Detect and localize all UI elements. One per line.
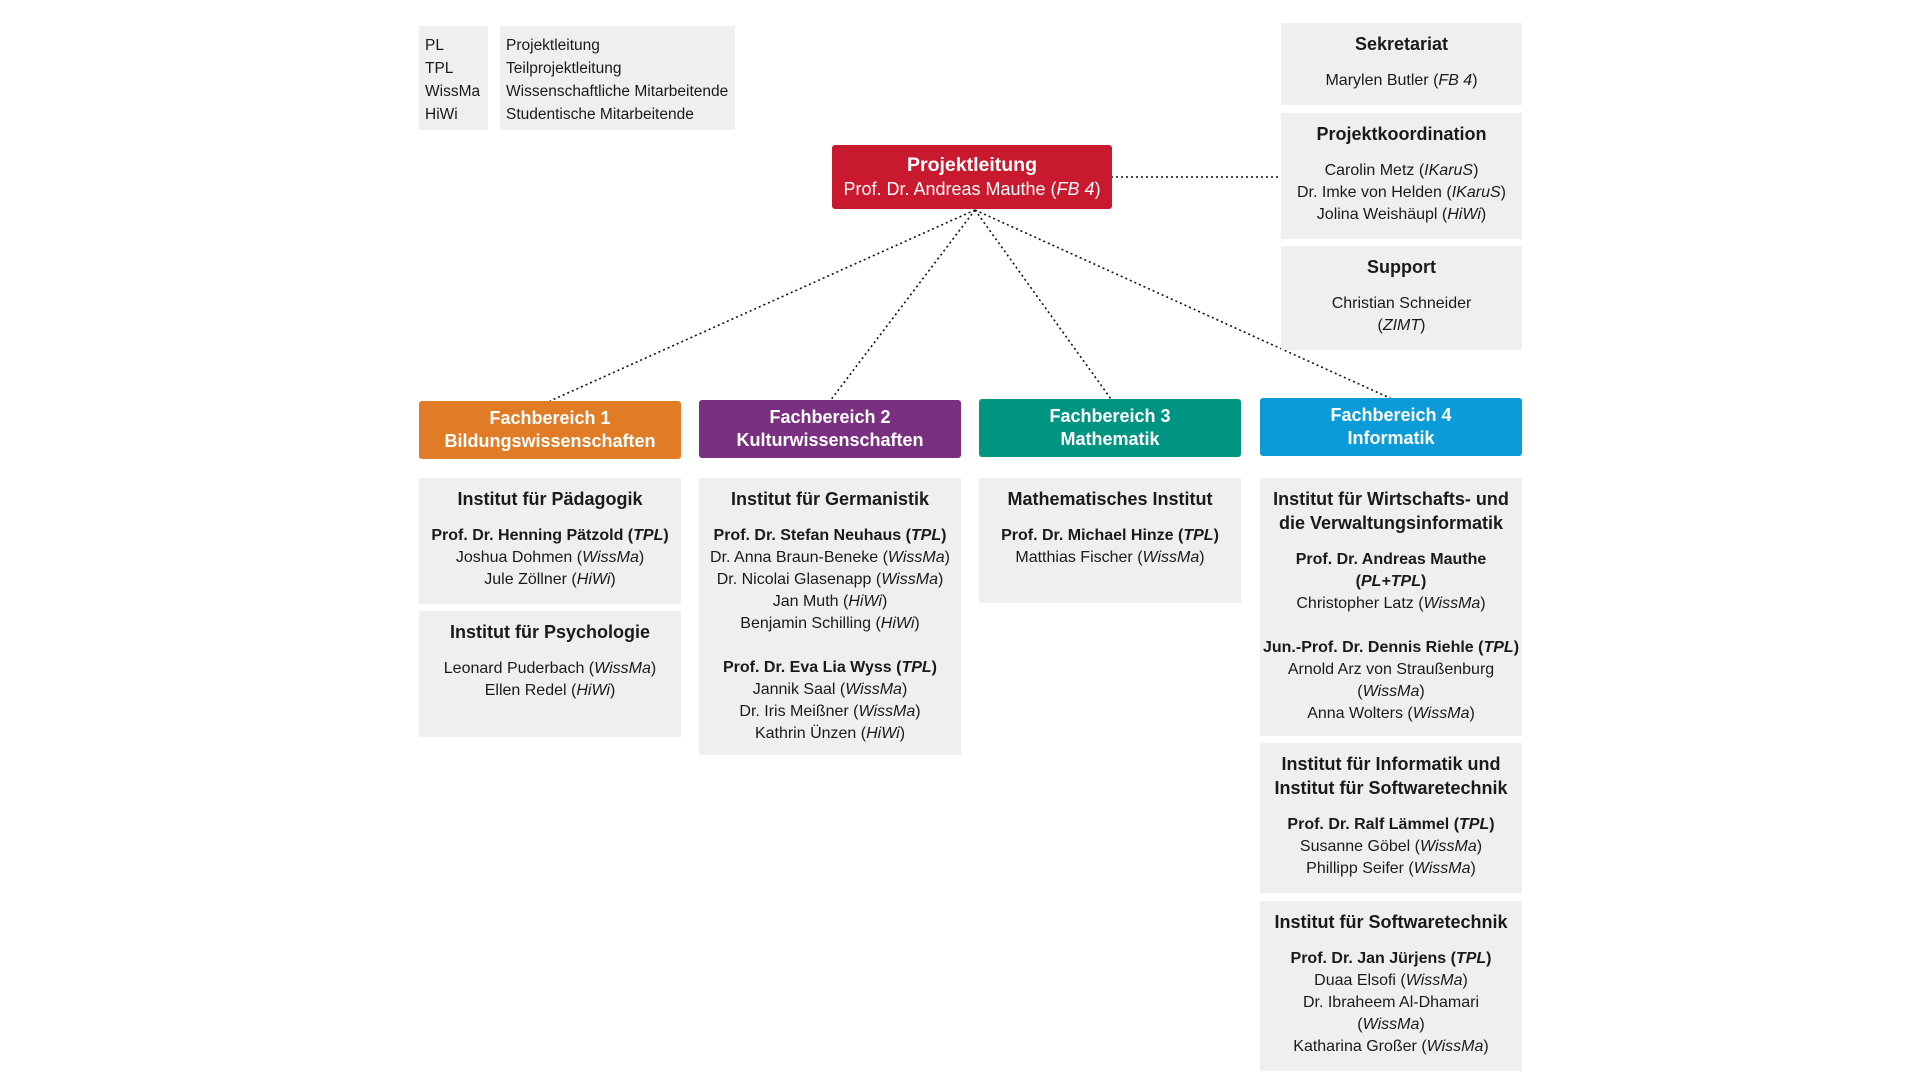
lead-person: Prof. Dr. Stefan Neuhaus (TPL) <box>713 527 947 544</box>
person-line: Ellen Redel (HiWi) <box>484 682 616 699</box>
mathematisches-institut-box: Mathematisches Institut Prof. Dr. Michae… <box>979 478 1241 603</box>
support-title: Support <box>1367 257 1436 277</box>
lead-person: Prof. Dr. Michael Hinze (TPL) <box>1001 527 1219 544</box>
person-line: Duaa Elsofi (WissMa) <box>1314 972 1468 989</box>
person-line: Dr. Ibraheem Al-Dhamari <box>1302 994 1480 1011</box>
fachbereich-4-header: Fachbereich 4 Informatik <box>1260 398 1522 456</box>
fachbereich-3-name: Mathematik <box>1060 429 1160 449</box>
fachbereich-4-name: Informatik <box>1347 428 1435 448</box>
fachbereich-1-header: Fachbereich 1 Bildungswissenschaften <box>419 401 681 459</box>
legend-text: Wissenschaftliche Mitarbeitende <box>506 83 729 100</box>
legend-abbr: HiWi <box>425 106 458 123</box>
person-role-line: (WissMa) <box>1357 1016 1425 1033</box>
fachbereich-3-number: Fachbereich 3 <box>1049 406 1171 426</box>
person-line: Dr. Imke von Helden (IKaruS) <box>1297 184 1506 201</box>
projektkoordination-title: Projektkoordination <box>1316 124 1487 144</box>
person-line: Benjamin Schilling (HiWi) <box>740 615 920 632</box>
projektkoordination-box: Projektkoordination Carolin Metz (IKaruS… <box>1281 113 1522 239</box>
institut-paedagogik-box: Institut für Pädagogik Prof. Dr. Henning… <box>419 478 681 604</box>
support-person: Christian Schneider <box>1331 295 1472 312</box>
lead-group-neuhaus: Prof. Dr. Stefan Neuhaus (TPL) Dr. Anna … <box>699 525 961 635</box>
lead-person: Prof. Dr. Eva Lia Wyss (TPL) <box>723 659 937 676</box>
projektleitung-box: Projektleitung Prof. Dr. Andreas Mauthe … <box>832 145 1112 209</box>
person-line: Anna Wolters (WissMa) <box>1307 705 1475 722</box>
person-line: Jule Zöllner (HiWi) <box>484 571 616 588</box>
lead-person: Prof. Dr. Jan Jürjens (TPL) <box>1290 950 1492 967</box>
institut-softwaretechnik-box: Institut für Softwaretechnik Prof. Dr. J… <box>1260 901 1522 1071</box>
institut-germanistik-box: Institut für Germanistik Prof. Dr. Stefa… <box>699 478 961 755</box>
fachbereich-2-header: Fachbereich 2 Kulturwissenschaften <box>699 400 961 458</box>
projektleitung-title: Projektleitung <box>906 154 1038 176</box>
lead-group-wyss: Prof. Dr. Eva Lia Wyss (TPL) Jannik Saal… <box>699 657 961 745</box>
fachbereich-2-number: Fachbereich 2 <box>769 407 891 427</box>
institut-title: Mathematisches Institut <box>1007 489 1213 509</box>
lead-person: Prof. Dr. Ralf Lämmel (TPL) <box>1287 816 1495 833</box>
institut-title: Institut für Psychologie <box>449 622 650 642</box>
support-box: Support Christian Schneider (ZIMT) <box>1281 246 1522 350</box>
projektleitung-name-line: Prof. Dr. Andreas Mauthe (FB 4) <box>843 179 1101 199</box>
institut-title: Institut für Germanistik <box>730 489 930 509</box>
legend-abbr: WissMa <box>425 83 481 100</box>
person-line: Dr. Anna Braun-Beneke (WissMa) <box>710 549 950 566</box>
fachbereich-3-header: Fachbereich 3 Mathematik <box>979 399 1241 457</box>
person-line: Christopher Latz (WissMa) <box>1296 595 1486 612</box>
fachbereich-2-name: Kulturwissenschaften <box>736 430 924 450</box>
sekretariat-person: Marylen Butler (FB 4) <box>1325 72 1478 89</box>
person-line: Carolin Metz (IKaruS) <box>1324 162 1479 179</box>
person-line: Joshua Dohmen (WissMa) <box>455 549 645 566</box>
lead-person: Prof. Dr. Henning Pätzold (TPL) <box>431 527 669 544</box>
institut-title: Institut für Pädagogik <box>457 489 643 509</box>
person-line: Katharina Großer (WissMa) <box>1293 1038 1489 1055</box>
connector-pl-fb4 <box>974 209 1393 400</box>
legend-text: Teilprojektleitung <box>506 60 622 77</box>
person-line: Jolina Weishäupl (HiWi) <box>1316 206 1487 223</box>
fachbereich-1-name: Bildungswissenschaften <box>444 431 656 451</box>
legend-abbr: TPL <box>425 60 454 77</box>
sekretariat-box: Sekretariat Marylen Butler (FB 4) <box>1281 23 1522 105</box>
lead-person-role: (PL+TPL) <box>1355 573 1427 590</box>
lead-person: Jun.-Prof. Dr. Dennis Riehle (TPL) <box>1262 639 1520 656</box>
person-role-line: (WissMa) <box>1357 683 1425 700</box>
person-line: Matthias Fischer (WissMa) <box>1015 549 1205 566</box>
person-line: Dr. Nicolai Glasenapp (WissMa) <box>716 571 944 588</box>
person-line: Jannik Saal (WissMa) <box>752 681 908 698</box>
legend-abbr: PL <box>425 37 444 54</box>
person-line: Jan Muth (HiWi) <box>772 593 888 610</box>
connector-pl-fb3 <box>974 209 1112 400</box>
lead-group-mauthe: Prof. Dr. Andreas Mauthe (PL+TPL) Christ… <box>1260 549 1522 615</box>
person-line: Arnold Arz von Straußenburg <box>1287 661 1495 678</box>
person-line: Phillipp Seifer (WissMa) <box>1306 860 1476 877</box>
person-line: Susanne Göbel (WissMa) <box>1299 838 1483 855</box>
person-line: Kathrin Ünzen (HiWi) <box>754 725 906 742</box>
sekretariat-title: Sekretariat <box>1354 34 1449 54</box>
person-line: Dr. Iris Meißner (WissMa) <box>739 703 921 720</box>
fachbereich-1-number: Fachbereich 1 <box>489 408 611 428</box>
legend-text: Studentische Mitarbeitende <box>506 106 694 123</box>
institut-psychologie-box: Institut für Psychologie Leonard Puderba… <box>419 611 681 737</box>
legend-text: Projektleitung <box>506 37 600 54</box>
institut-title: Institut für Softwaretechnik <box>1274 912 1508 932</box>
connector-pl-fb1 <box>549 209 976 402</box>
person-line: Leonard Puderbach (WissMa) <box>443 660 657 677</box>
fachbereich-4-number: Fachbereich 4 <box>1330 405 1452 425</box>
support-affiliation: (ZIMT) <box>1377 317 1426 334</box>
lead-person-name: Prof. Dr. Andreas Mauthe <box>1295 551 1487 568</box>
legend-abbreviations: PL TPL WissMa HiWi <box>419 26 488 130</box>
connector-pl-fb2 <box>829 209 976 402</box>
legend-descriptions: Projektleitung Teilprojektleitung Wissen… <box>500 26 735 130</box>
lead-group-riehle: Jun.-Prof. Dr. Dennis Riehle (TPL) Arnol… <box>1260 637 1522 725</box>
